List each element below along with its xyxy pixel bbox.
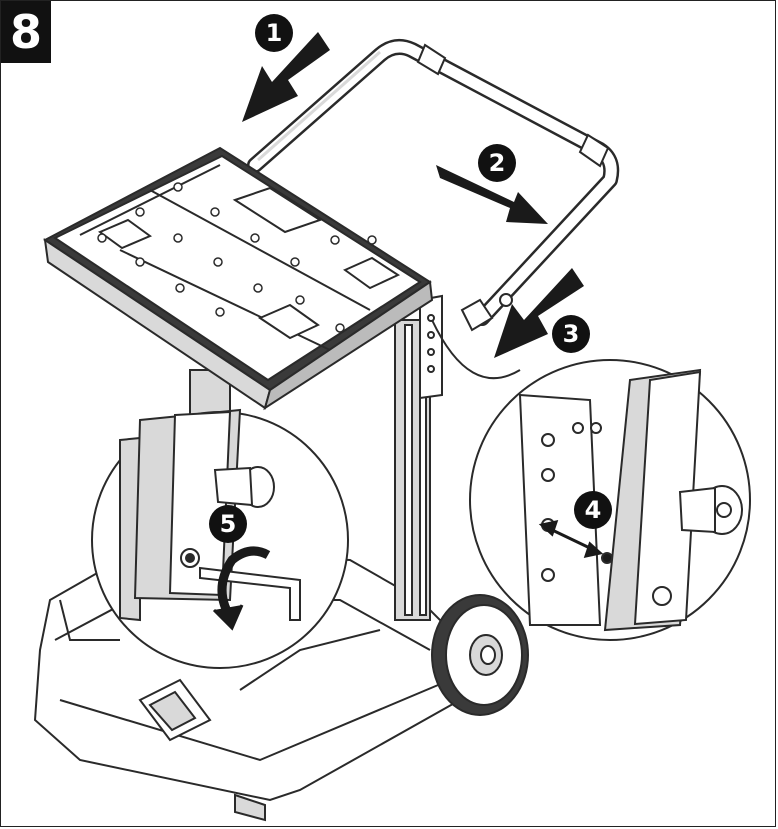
tray-holes bbox=[97, 182, 377, 333]
callout-1-label: 1 bbox=[266, 19, 283, 47]
rotation-arrow-icon bbox=[212, 546, 271, 631]
callout-3: 3 bbox=[552, 315, 590, 353]
detail-inset-left bbox=[91, 408, 349, 669]
callout-4-label: 4 bbox=[585, 496, 602, 524]
callout-4: 4 bbox=[574, 491, 612, 529]
direction-arrow-2 bbox=[436, 165, 548, 224]
callout-1: 1 bbox=[255, 14, 293, 52]
direction-arrow-1 bbox=[242, 32, 330, 122]
u-handle bbox=[247, 38, 620, 332]
callout-5-label: 5 bbox=[220, 510, 237, 538]
step-number-badge: 8 bbox=[1, 1, 51, 63]
callout-2: 2 bbox=[478, 144, 516, 182]
callout-3-label: 3 bbox=[563, 320, 580, 348]
direction-arrow-3 bbox=[494, 268, 584, 358]
wheel bbox=[431, 594, 529, 716]
callout-2-label: 2 bbox=[489, 149, 506, 177]
tray-top bbox=[43, 146, 434, 411]
detail-inset-right bbox=[431, 319, 751, 641]
double-arrow-icon bbox=[538, 519, 604, 559]
callout-5: 5 bbox=[209, 505, 247, 543]
